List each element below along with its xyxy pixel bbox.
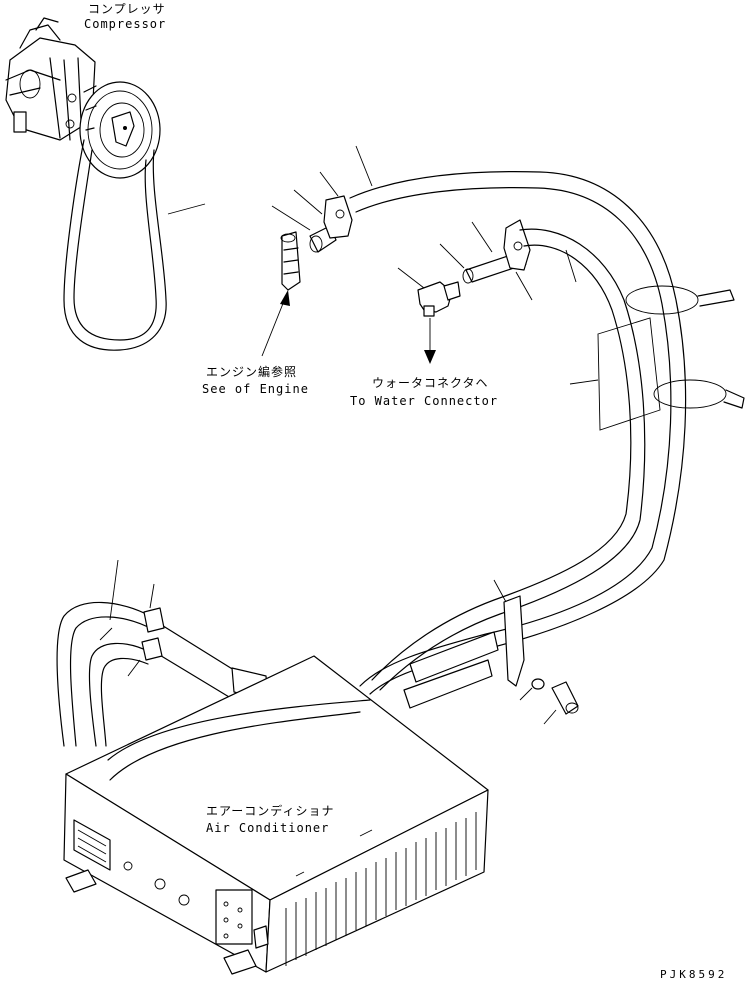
engine-leaders (261, 145, 373, 357)
air-conditioner-label-jp: エアーコンディショナ (206, 803, 334, 818)
air-conditioner-unit (63, 655, 489, 975)
engine-label-jp: エンジン編参照 (206, 364, 297, 379)
belt-leader (167, 203, 206, 215)
heater-hoses (349, 171, 687, 709)
water-elbow-fitting (417, 219, 531, 317)
compressor (5, 17, 167, 351)
condenser-louvers (285, 812, 477, 966)
water-label-en: To Water Connector (350, 394, 498, 408)
compressor-label-en: Compressor (84, 17, 166, 31)
water-leaders (397, 221, 577, 364)
drawing-number: PJK8592 (660, 968, 727, 981)
water-label-jp: ウォータコネクタヘ (372, 376, 489, 390)
air-conditioner-label-en: Air Conditioner (206, 821, 329, 835)
hose-clamps (493, 285, 745, 687)
bolt-and-washer (519, 678, 579, 725)
engine-hose-fittings (280, 195, 353, 291)
engine-label-en: See of Engine (202, 382, 309, 396)
compressor-label-jp: コンプレッサ (88, 2, 166, 16)
